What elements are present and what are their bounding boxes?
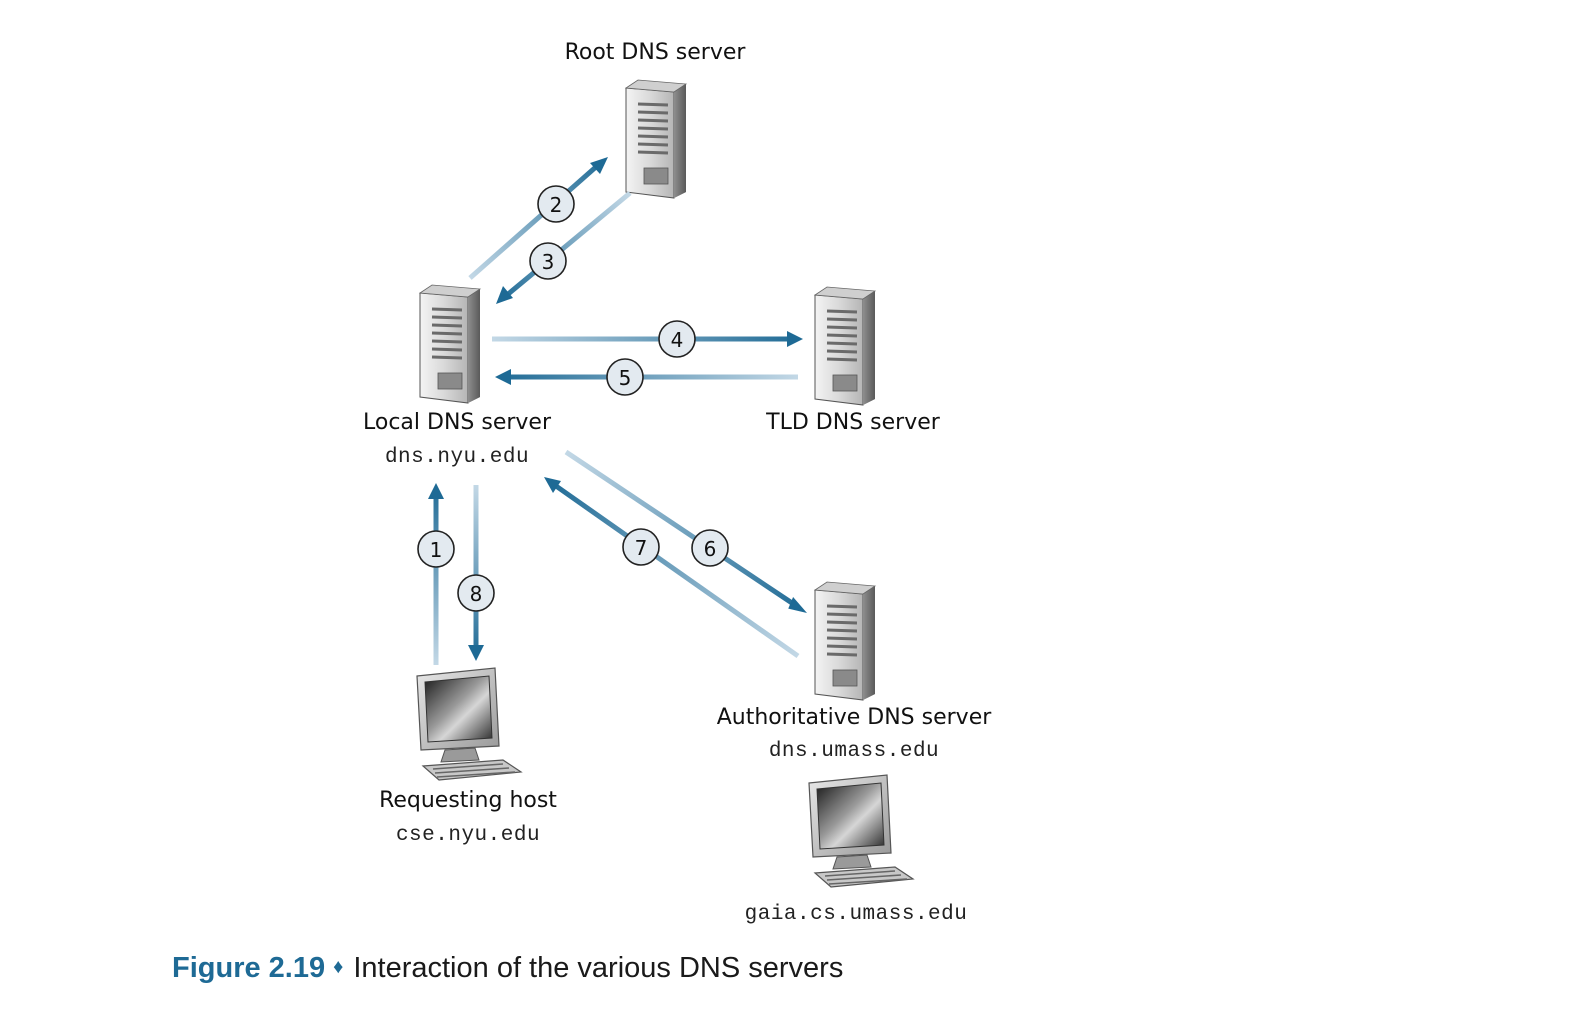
local-dns-server-host: dns.nyu.edu — [384, 446, 530, 469]
arrow-step-7 — [544, 477, 800, 659]
figure-number: Figure 2.19 — [172, 952, 326, 984]
svg-text:4: 4 — [671, 328, 684, 352]
arrow-step-2 — [468, 157, 608, 280]
root-dns-server-icon — [624, 79, 688, 199]
arrow-step-6 — [564, 449, 807, 613]
svg-text:6: 6 — [704, 537, 717, 561]
step-badge-8: 8 — [457, 574, 495, 612]
step-badge-3: 3 — [529, 242, 567, 280]
requesting-host-label: Requesting host — [379, 788, 557, 813]
authoritative-dns-server-icon — [813, 581, 877, 701]
tld-dns-server-icon — [813, 286, 877, 406]
svg-text:1: 1 — [430, 538, 443, 562]
svg-text:2: 2 — [550, 193, 563, 217]
requesting-host-name: cse.nyu.edu — [395, 824, 541, 847]
figure-caption-text: Interaction of the various DNS servers — [353, 952, 844, 984]
arrow-step-3 — [496, 191, 632, 304]
root-dns-server-label: Root DNS server — [564, 40, 746, 65]
requesting-host-computer-icon — [416, 667, 523, 781]
arrow-step-1 — [428, 483, 444, 665]
svg-text:3: 3 — [542, 250, 555, 274]
caption-diamond-icon: ♦ — [333, 956, 344, 978]
svg-text:8: 8 — [470, 582, 483, 606]
authoritative-dns-server-label: Authoritative DNS server — [716, 705, 992, 730]
svg-text:7: 7 — [635, 536, 648, 560]
arrow-step-8 — [468, 485, 484, 661]
arrow-step-5 — [495, 369, 798, 385]
local-dns-server-label: Local DNS server — [362, 410, 551, 435]
step-badge-1: 1 — [417, 530, 455, 568]
step-badge-7: 7 — [622, 528, 660, 566]
svg-text:5: 5 — [619, 366, 632, 390]
figure-caption: Figure 2.19 ♦ Interaction of the various D… — [172, 952, 843, 985]
step-badge-6: 6 — [691, 529, 729, 567]
step-badge-5: 5 — [606, 358, 644, 396]
authoritative-dns-server-host: dns.umass.edu — [768, 740, 940, 763]
tld-dns-server-label: TLD DNS server — [766, 410, 940, 435]
arrow-step-4 — [492, 331, 803, 347]
local-dns-server-icon — [418, 284, 482, 404]
gaia-host-name: gaia.cs.umass.edu — [744, 903, 968, 926]
gaia-host-computer-icon — [808, 774, 915, 888]
step-badge-4: 4 — [658, 320, 696, 358]
step-badge-2: 2 — [537, 185, 575, 223]
